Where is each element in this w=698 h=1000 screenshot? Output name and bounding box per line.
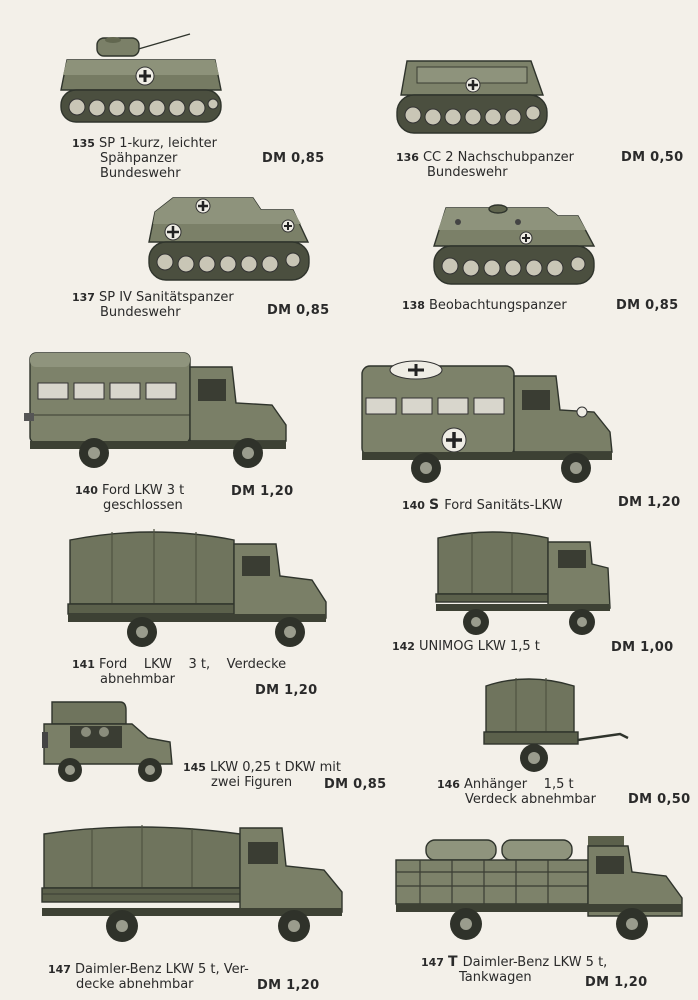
caption-line: LKW 0,25 t DKW mit: [209, 760, 341, 775]
caption-line: Daimler-Benz LKW 5 t, Ver-: [74, 962, 249, 977]
caption-line: Bundeswehr: [427, 165, 508, 180]
item-suffix: T: [447, 954, 458, 970]
item-138-price: DM 0,85: [616, 298, 679, 313]
ambulance-tank-model: [143, 192, 313, 287]
item-number: 147: [421, 956, 444, 969]
observation-tank-model: [428, 200, 598, 290]
big-canvas-truck-model: [38, 822, 348, 952]
item-suffix: S: [428, 497, 440, 513]
item-number: 140: [75, 484, 98, 497]
caption-line: Bundeswehr: [100, 305, 181, 320]
item-number: 147: [48, 963, 71, 976]
caption-line: SP 1-kurz, leichter: [98, 136, 218, 151]
item-140-price: DM 1,20: [231, 484, 294, 499]
closed-truck-model: [22, 345, 292, 475]
item-number: 138: [402, 299, 425, 312]
caption-line: Bundeswehr: [100, 166, 181, 181]
caption-line: Daimler-Benz LKW 5 t,: [462, 955, 608, 970]
caption-line: SP IV Sanitätspanzer: [98, 290, 234, 305]
caption-line: Ford Sanitäts-LKW: [444, 498, 563, 513]
caption-line: Anhänger 1,5 t: [463, 777, 574, 792]
item-number: 135: [72, 137, 95, 150]
supply-tank-model: [393, 55, 553, 140]
item-number: 141: [72, 658, 95, 671]
item-140s-price: DM 1,20: [618, 495, 681, 510]
caption-line: Ford LKW 3 t, Verdecke: [98, 657, 287, 672]
trailer-model: [482, 672, 632, 782]
item-146-price: DM 0,50: [628, 792, 691, 807]
item-145-price: DM 0,85: [324, 777, 387, 792]
item-137-price: DM 0,85: [267, 303, 330, 318]
unimog-truck-model: [432, 528, 617, 643]
item-number: 146: [437, 778, 460, 791]
caption-line: UNIMOG LKW 1,5 t: [418, 639, 540, 654]
item-142-price: DM 1,00: [611, 640, 674, 655]
item-136-price: DM 0,50: [621, 150, 684, 165]
caption-line: Beobachtungspanzer: [428, 298, 567, 313]
canvas-truck-model: [62, 526, 332, 656]
item-number: 142: [392, 640, 415, 653]
caption-line: Verdeck abnehmbar: [465, 792, 596, 807]
item-number: 140: [402, 499, 425, 512]
item-147-price: DM 1,20: [257, 978, 320, 993]
caption-line: Spähpanzer: [100, 151, 178, 166]
item-number: 137: [72, 291, 95, 304]
caption-line: zwei Figuren: [211, 775, 293, 790]
caption-line: geschlossen: [103, 498, 183, 513]
caption-line: abnehmbar: [100, 672, 175, 687]
caption-line: Tankwagen: [459, 970, 532, 985]
item-number: 136: [396, 151, 419, 164]
item-135-price: DM 0,85: [262, 151, 325, 166]
item-number: 145: [183, 761, 206, 774]
jeep-model: [40, 698, 175, 788]
caption-line: Ford LKW 3 t: [101, 483, 185, 498]
ambulance-truck-model: [356, 358, 621, 488]
tanker-truck-model: [392, 836, 687, 951]
item-141-price: DM 1,20: [255, 683, 318, 698]
item-147t-price: DM 1,20: [585, 975, 648, 990]
caption-line: CC 2 Nachschubpanzer: [422, 150, 575, 165]
light-tank-model: [55, 30, 225, 130]
caption-line: decke abnehmbar: [76, 977, 194, 992]
